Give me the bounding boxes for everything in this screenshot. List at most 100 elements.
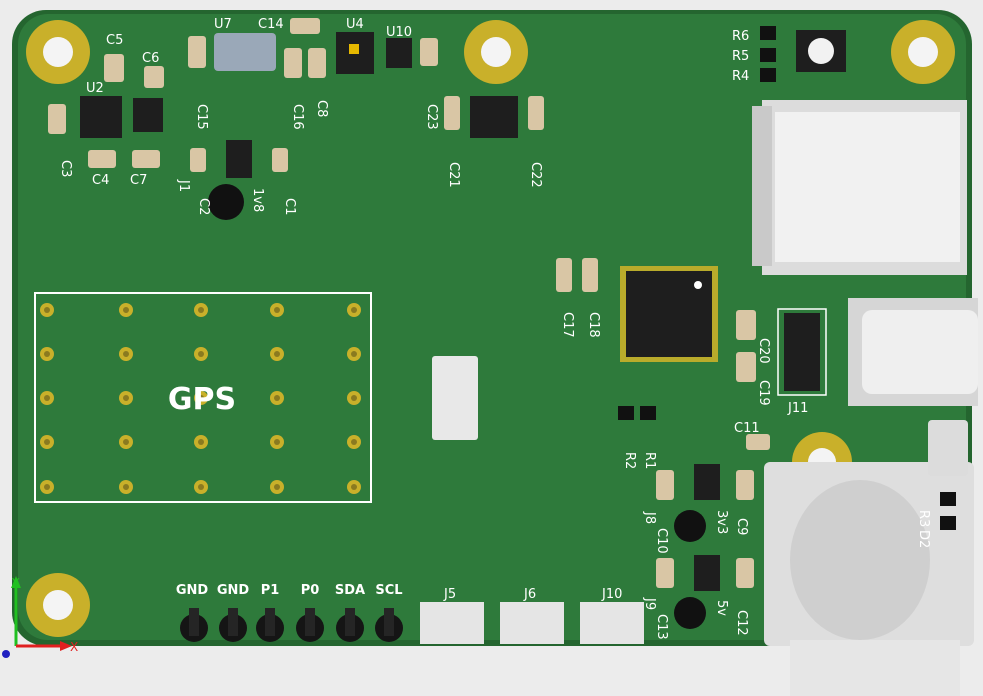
header-pin-label: P0: [301, 583, 320, 598]
ceramic-capacitor: [308, 48, 326, 78]
gps-pad: [40, 347, 54, 361]
component-label: R3: [916, 510, 931, 527]
header-pin-body: [384, 608, 394, 636]
gps-module-outline: [34, 292, 372, 503]
component-label: C5: [106, 33, 123, 48]
gps-pad: [194, 303, 208, 317]
ceramic-capacitor: [528, 96, 544, 130]
component-label: C6: [142, 51, 159, 66]
gps-pad: [40, 435, 54, 449]
gps-label: GPS: [168, 382, 236, 417]
header-pin-body: [189, 608, 199, 636]
ceramic-capacitor: [272, 148, 288, 172]
mounting-hole: [26, 573, 90, 637]
resistor: [940, 492, 956, 506]
gps-pad: [347, 480, 361, 494]
gps-pad: [119, 303, 133, 317]
component-label: J1: [176, 179, 191, 192]
header-pin-label: GND: [217, 583, 250, 598]
component-label: 1v8: [250, 188, 265, 212]
pcb-board: [18, 14, 966, 640]
component-label: R1: [642, 452, 657, 469]
component-label: J8: [642, 511, 657, 524]
gps-pad: [194, 435, 208, 449]
gps-pad: [347, 391, 361, 405]
ic-u10: [386, 38, 412, 68]
gps-pad: [270, 303, 284, 317]
component-label: U10: [386, 25, 412, 40]
axis-y-label: Y: [11, 576, 20, 590]
header-pin-body: [305, 608, 315, 636]
component-label: C23: [424, 104, 439, 130]
component-label: C13: [654, 614, 669, 640]
gps-pad: [347, 347, 361, 361]
component-label: C22: [528, 162, 543, 188]
ceramic-capacitor: [188, 36, 206, 68]
ic-sensor: [470, 96, 518, 138]
header-pin-label: GND: [176, 583, 209, 598]
header-pin-label: SCL: [375, 583, 402, 598]
component-label: C18: [586, 312, 601, 338]
connector-j6: [500, 602, 564, 644]
axis-x-label: X: [70, 640, 78, 654]
sd-card-slot: [752, 100, 967, 275]
regulator-1v8: [226, 140, 252, 178]
component-label: C20: [756, 338, 771, 364]
ceramic-capacitor: [444, 96, 460, 130]
passive-components: [48, 18, 956, 588]
gps-pad: [119, 435, 133, 449]
component-label: U4: [346, 17, 364, 32]
component-label: J6: [523, 587, 536, 602]
gps-pad: [194, 480, 208, 494]
cap-electrolytic-5v: [674, 597, 706, 629]
gps-pad-grid: [40, 303, 361, 494]
component-label: C17: [560, 312, 575, 338]
ceramic-capacitor: [582, 258, 598, 292]
barrel-jack: [764, 462, 974, 696]
gps-pad: [270, 391, 284, 405]
ic-u4-sensor: [349, 44, 359, 54]
cap-electrolytic-1v8: [208, 184, 244, 220]
regulator-3v3: [694, 464, 720, 500]
header-j11-outline: [777, 308, 827, 396]
component-label: C10: [654, 528, 669, 554]
ceramic-capacitor: [736, 470, 754, 500]
push-button: [928, 420, 968, 476]
header-pin-label: P1: [261, 583, 280, 598]
resistor: [940, 516, 956, 530]
ceramic-capacitor: [556, 258, 572, 292]
header-pin-body: [345, 608, 355, 636]
component-label: C12: [734, 610, 749, 636]
component-label: J11: [787, 401, 808, 416]
component-label: J9: [642, 597, 657, 610]
component-label: R5: [732, 49, 749, 64]
component-label: J5: [443, 587, 456, 602]
ceramic-capacitor: [736, 558, 754, 588]
component-label: C4: [92, 173, 109, 188]
component-label: C19: [756, 380, 771, 406]
gps-pad: [119, 347, 133, 361]
connector-j10: [580, 602, 644, 644]
gps-pad: [40, 303, 54, 317]
mounting-hole: [464, 20, 528, 84]
ceramic-capacitor: [48, 104, 66, 134]
ceramic-capacitor: [132, 150, 160, 168]
component-label: C9: [734, 518, 749, 535]
gps-pad: [347, 435, 361, 449]
resistor: [618, 406, 634, 420]
component-label: C11: [734, 421, 760, 436]
header-pin-row: [180, 608, 403, 642]
ic-u7: [214, 33, 276, 71]
component-label: C1: [282, 198, 297, 215]
gps-pad: [194, 347, 208, 361]
ceramic-capacitor: [736, 310, 756, 340]
cap-electrolytic-3v3: [674, 510, 706, 542]
ceramic-capacitor: [104, 54, 124, 82]
gps-pad: [40, 480, 54, 494]
ceramic-capacitor: [190, 148, 206, 172]
ceramic-capacitor: [746, 434, 770, 450]
component-label: C14: [258, 17, 284, 32]
ceramic-capacitor: [88, 150, 116, 168]
